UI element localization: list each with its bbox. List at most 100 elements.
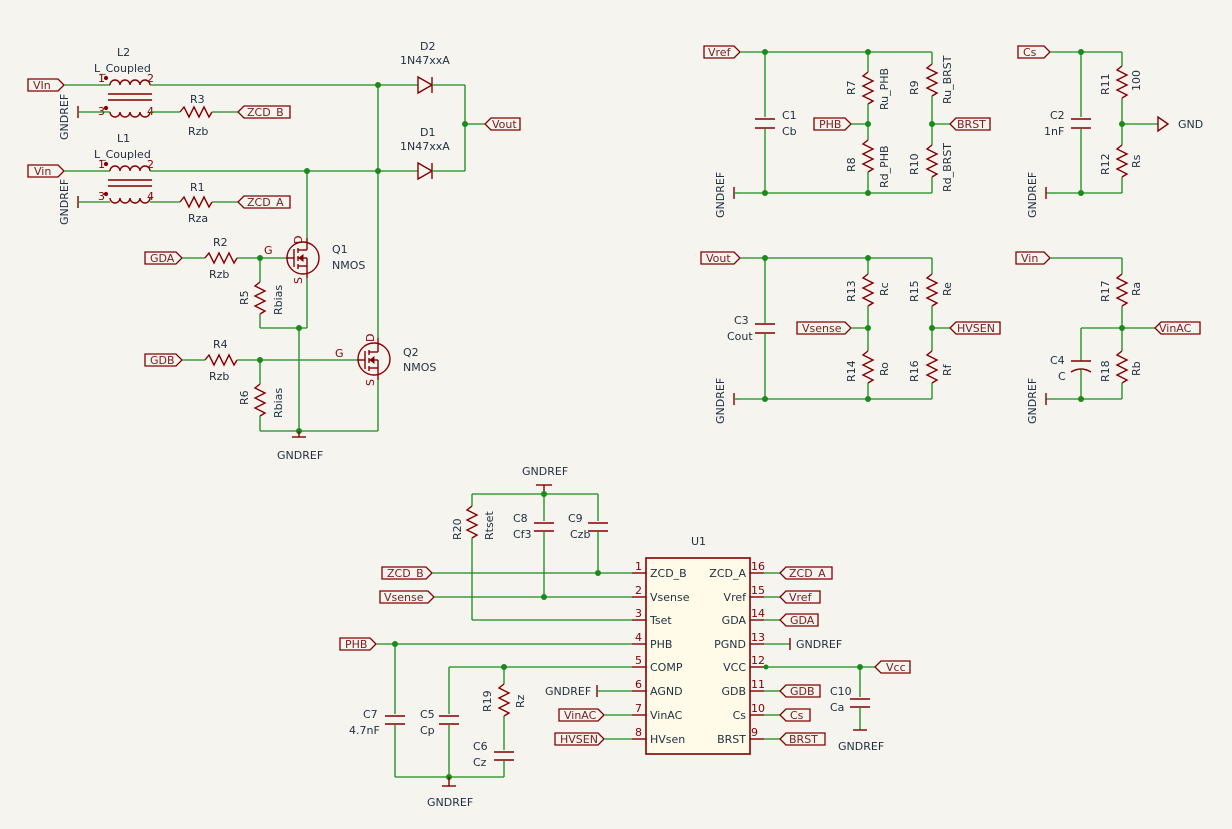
net-label-ic-vref[interactable]: Vref xyxy=(779,590,821,604)
resistor-R17[interactable]: R17 Ra xyxy=(1099,273,1143,307)
net-label-ic-zcd-b[interactable]: ZCD_B xyxy=(381,566,433,580)
net-label-vin-mid[interactable]: Vin xyxy=(27,164,65,178)
svg-text:VinAC: VinAC xyxy=(1159,322,1192,335)
gndref-symbol-1: GNDREF xyxy=(58,94,79,140)
svg-text:Ra: Ra xyxy=(1130,282,1143,296)
ic-pin-number: 4 xyxy=(635,631,642,644)
net-label-cs[interactable]: Cs xyxy=(1017,45,1051,59)
svg-text:HVSEN: HVSEN xyxy=(957,322,995,335)
ic-pin-number: 3 xyxy=(635,607,642,620)
mosfet-Q1[interactable]: Q1 NMOS G D S xyxy=(264,236,365,284)
resistor-R13[interactable]: R13 Rc xyxy=(845,273,891,307)
net-label-vinac[interactable]: VinAC xyxy=(1154,321,1201,335)
mosfet-Q2[interactable]: Q2 NMOS G D S xyxy=(335,334,436,386)
svg-text:ZCD_B: ZCD_B xyxy=(387,567,424,580)
svg-text:GNDREF: GNDREF xyxy=(58,94,71,140)
svg-text:C4: C4 xyxy=(1050,354,1065,367)
net-label-zcd-b[interactable]: ZCD_B xyxy=(237,105,291,119)
svg-text:HVSEN: HVSEN xyxy=(560,733,598,746)
net-label-vin-right[interactable]: Vin xyxy=(1015,251,1051,265)
net-label-vin-top[interactable]: VIn xyxy=(27,78,65,92)
resistor-R3[interactable]: R3 Rzb xyxy=(179,93,213,138)
net-label-ic-hvsen[interactable]: HVSEN xyxy=(554,732,605,746)
net-label-brst[interactable]: BRST xyxy=(949,117,991,131)
net-label-ic-phb[interactable]: PHB xyxy=(339,637,377,651)
svg-text:Vcc: Vcc xyxy=(886,661,906,674)
net-label-ic-vinac[interactable]: VinAC xyxy=(558,708,605,722)
net-label-vref[interactable]: Vref xyxy=(703,45,741,59)
ic-pin-number: 15 xyxy=(751,584,765,597)
inductor-L2[interactable]: L2 L_Coupled 1 2 3 4 xyxy=(94,46,154,118)
ic-pin-name: COMP xyxy=(650,661,683,674)
capacitor-C5[interactable]: C5 Cp xyxy=(420,708,459,737)
net-label-vout[interactable]: Vout xyxy=(484,117,521,131)
svg-text:R13: R13 xyxy=(845,280,858,302)
svg-text:PHB: PHB xyxy=(345,638,367,651)
resistor-R10[interactable]: R10 Rd_BRST xyxy=(908,143,954,192)
ic-pin-number: 1 xyxy=(635,560,642,573)
net-label-phb[interactable]: PHB xyxy=(813,117,852,131)
svg-text:2: 2 xyxy=(147,72,154,85)
net-label-ic-zcd-a[interactable]: ZCD_A xyxy=(779,566,833,580)
svg-text:D: D xyxy=(292,236,305,244)
svg-text:L1: L1 xyxy=(117,132,130,145)
svg-text:VIn: VIn xyxy=(33,79,51,92)
capacitor-C8[interactable]: C8 Cf3 xyxy=(513,512,554,541)
resistor-R18[interactable]: R18 Rb xyxy=(1099,350,1143,384)
net-label-ic-gda[interactable]: GDA xyxy=(779,613,819,627)
net-label-ic-gdb[interactable]: GDB xyxy=(779,684,821,698)
resistor-R4[interactable]: R4 Rzb xyxy=(204,338,238,383)
svg-text:Vin: Vin xyxy=(34,165,51,178)
net-label-zcd-a[interactable]: ZCD_A xyxy=(237,195,291,209)
net-label-ic-brst[interactable]: BRST xyxy=(779,732,826,746)
resistor-R2[interactable]: R2 Rzb xyxy=(204,236,238,281)
resistor-R11[interactable]: R11 100 xyxy=(1099,65,1143,99)
svg-text:C2: C2 xyxy=(1050,109,1065,122)
resistor-R5[interactable]: R5 Rbias xyxy=(238,281,285,315)
svg-text:R19: R19 xyxy=(481,690,494,712)
svg-text:Rbias: Rbias xyxy=(272,388,285,418)
resistor-R20[interactable]: R20 Rtset xyxy=(451,505,496,540)
capacitor-C7[interactable]: C7 4.7nF xyxy=(349,708,405,737)
net-label-gdb[interactable]: GDB xyxy=(144,353,183,367)
diode-D2[interactable]: D2 1N47xxA xyxy=(400,40,450,95)
ic-pin-number: 9 xyxy=(751,726,758,739)
ic-pin-name: VinAC xyxy=(650,709,683,722)
resistor-R12[interactable]: R12 Rs xyxy=(1099,144,1143,178)
resistor-R19[interactable]: R19 Rz xyxy=(481,683,527,717)
ic-pin-name: Vref xyxy=(724,591,748,604)
resistor-R8[interactable]: R8 Rd_PHB xyxy=(845,139,891,188)
inductor-L1[interactable]: L1 L_Coupled 1 2 3 4 xyxy=(94,132,154,204)
resistor-R7[interactable]: R7 Ru_PHB xyxy=(845,68,891,110)
svg-text:GNDREF: GNDREF xyxy=(277,449,323,462)
net-label-ic-vcc[interactable]: Vcc xyxy=(874,660,911,674)
net-label-vsense[interactable]: Vsense xyxy=(796,321,852,335)
diode-D1[interactable]: D1 1N47xxA xyxy=(400,126,450,181)
svg-text:R20: R20 xyxy=(451,518,464,540)
svg-text:Rbias: Rbias xyxy=(272,285,285,315)
capacitor-C4[interactable]: C4 C xyxy=(1050,354,1092,383)
ic-pin-name: Vsense xyxy=(650,591,690,604)
svg-text:Re: Re xyxy=(941,282,954,296)
net-label-vout-2[interactable]: Vout xyxy=(700,251,741,265)
net-label-gda[interactable]: GDA xyxy=(144,251,183,265)
capacitor-C6[interactable]: C6 Cz xyxy=(473,740,514,769)
net-label-ic-cs[interactable]: Cs xyxy=(779,708,811,722)
ic-U1[interactable]: U1 1ZCD_B2Vsense3Tset4PHB5COMP6AGND7VinA… xyxy=(632,535,765,755)
capacitor-C3[interactable]: C3 Cout xyxy=(727,314,775,343)
capacitor-C10[interactable]: C10 Ca xyxy=(830,685,870,714)
capacitor-C2[interactable]: C2 1nF xyxy=(1044,109,1091,138)
resistor-R15[interactable]: R15 Re xyxy=(908,273,954,307)
capacitor-C9[interactable]: C9 Czb xyxy=(568,512,608,541)
resistor-R14[interactable]: R14 Ro xyxy=(845,350,891,384)
ic-pin-name: BRST xyxy=(717,733,746,746)
resistor-R6[interactable]: R6 Rbias xyxy=(238,383,285,418)
ic-pin-number: 11 xyxy=(751,678,765,691)
resistor-R16[interactable]: R16 Rf xyxy=(908,350,954,384)
resistor-R1[interactable]: R1 Rza xyxy=(179,181,213,225)
svg-text:GDB: GDB xyxy=(790,685,815,698)
capacitor-C1[interactable]: C1 Cb xyxy=(755,109,797,138)
net-label-hvsen[interactable]: HVSEN xyxy=(949,321,1001,335)
resistor-R9[interactable]: R9 Ru_BRST xyxy=(908,55,954,104)
net-label-ic-vsense[interactable]: Vsense xyxy=(379,590,435,604)
